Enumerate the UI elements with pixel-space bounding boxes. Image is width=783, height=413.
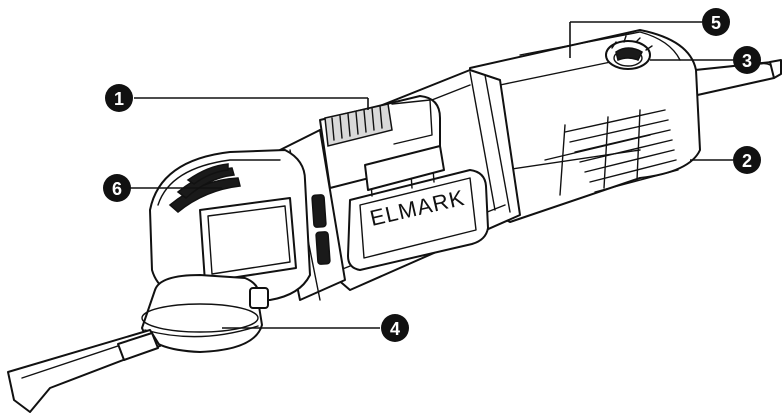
switch-ridges bbox=[331, 105, 383, 141]
speed-dial bbox=[605, 35, 653, 70]
callout-number: 1 bbox=[114, 89, 124, 109]
callout-number: 2 bbox=[742, 151, 752, 171]
callout-4: 4 bbox=[381, 314, 409, 342]
callout-number: 3 bbox=[742, 51, 752, 71]
callout-marker bbox=[702, 8, 730, 36]
callout-number: 4 bbox=[390, 319, 400, 339]
callout-marker bbox=[105, 84, 133, 112]
callout-marker bbox=[381, 314, 409, 342]
callout-number: 5 bbox=[711, 13, 721, 33]
callout-5: 5 bbox=[702, 8, 730, 36]
blade-clamp bbox=[141, 274, 269, 353]
callout-marker bbox=[733, 146, 761, 174]
vent-slots bbox=[559, 109, 679, 196]
callout-3: 3 bbox=[733, 46, 761, 74]
leader-lines bbox=[130, 21, 733, 329]
callout-marker bbox=[733, 46, 761, 74]
callout-6: 6 bbox=[103, 174, 131, 202]
gear-head-vents bbox=[168, 163, 241, 213]
blade bbox=[7, 329, 161, 413]
callout-number: 6 bbox=[112, 179, 122, 199]
callout-1: 1 bbox=[105, 84, 133, 112]
callout-marker bbox=[103, 174, 131, 202]
callout-2: 2 bbox=[733, 146, 761, 174]
brand-plate: ELMARK bbox=[347, 145, 489, 271]
